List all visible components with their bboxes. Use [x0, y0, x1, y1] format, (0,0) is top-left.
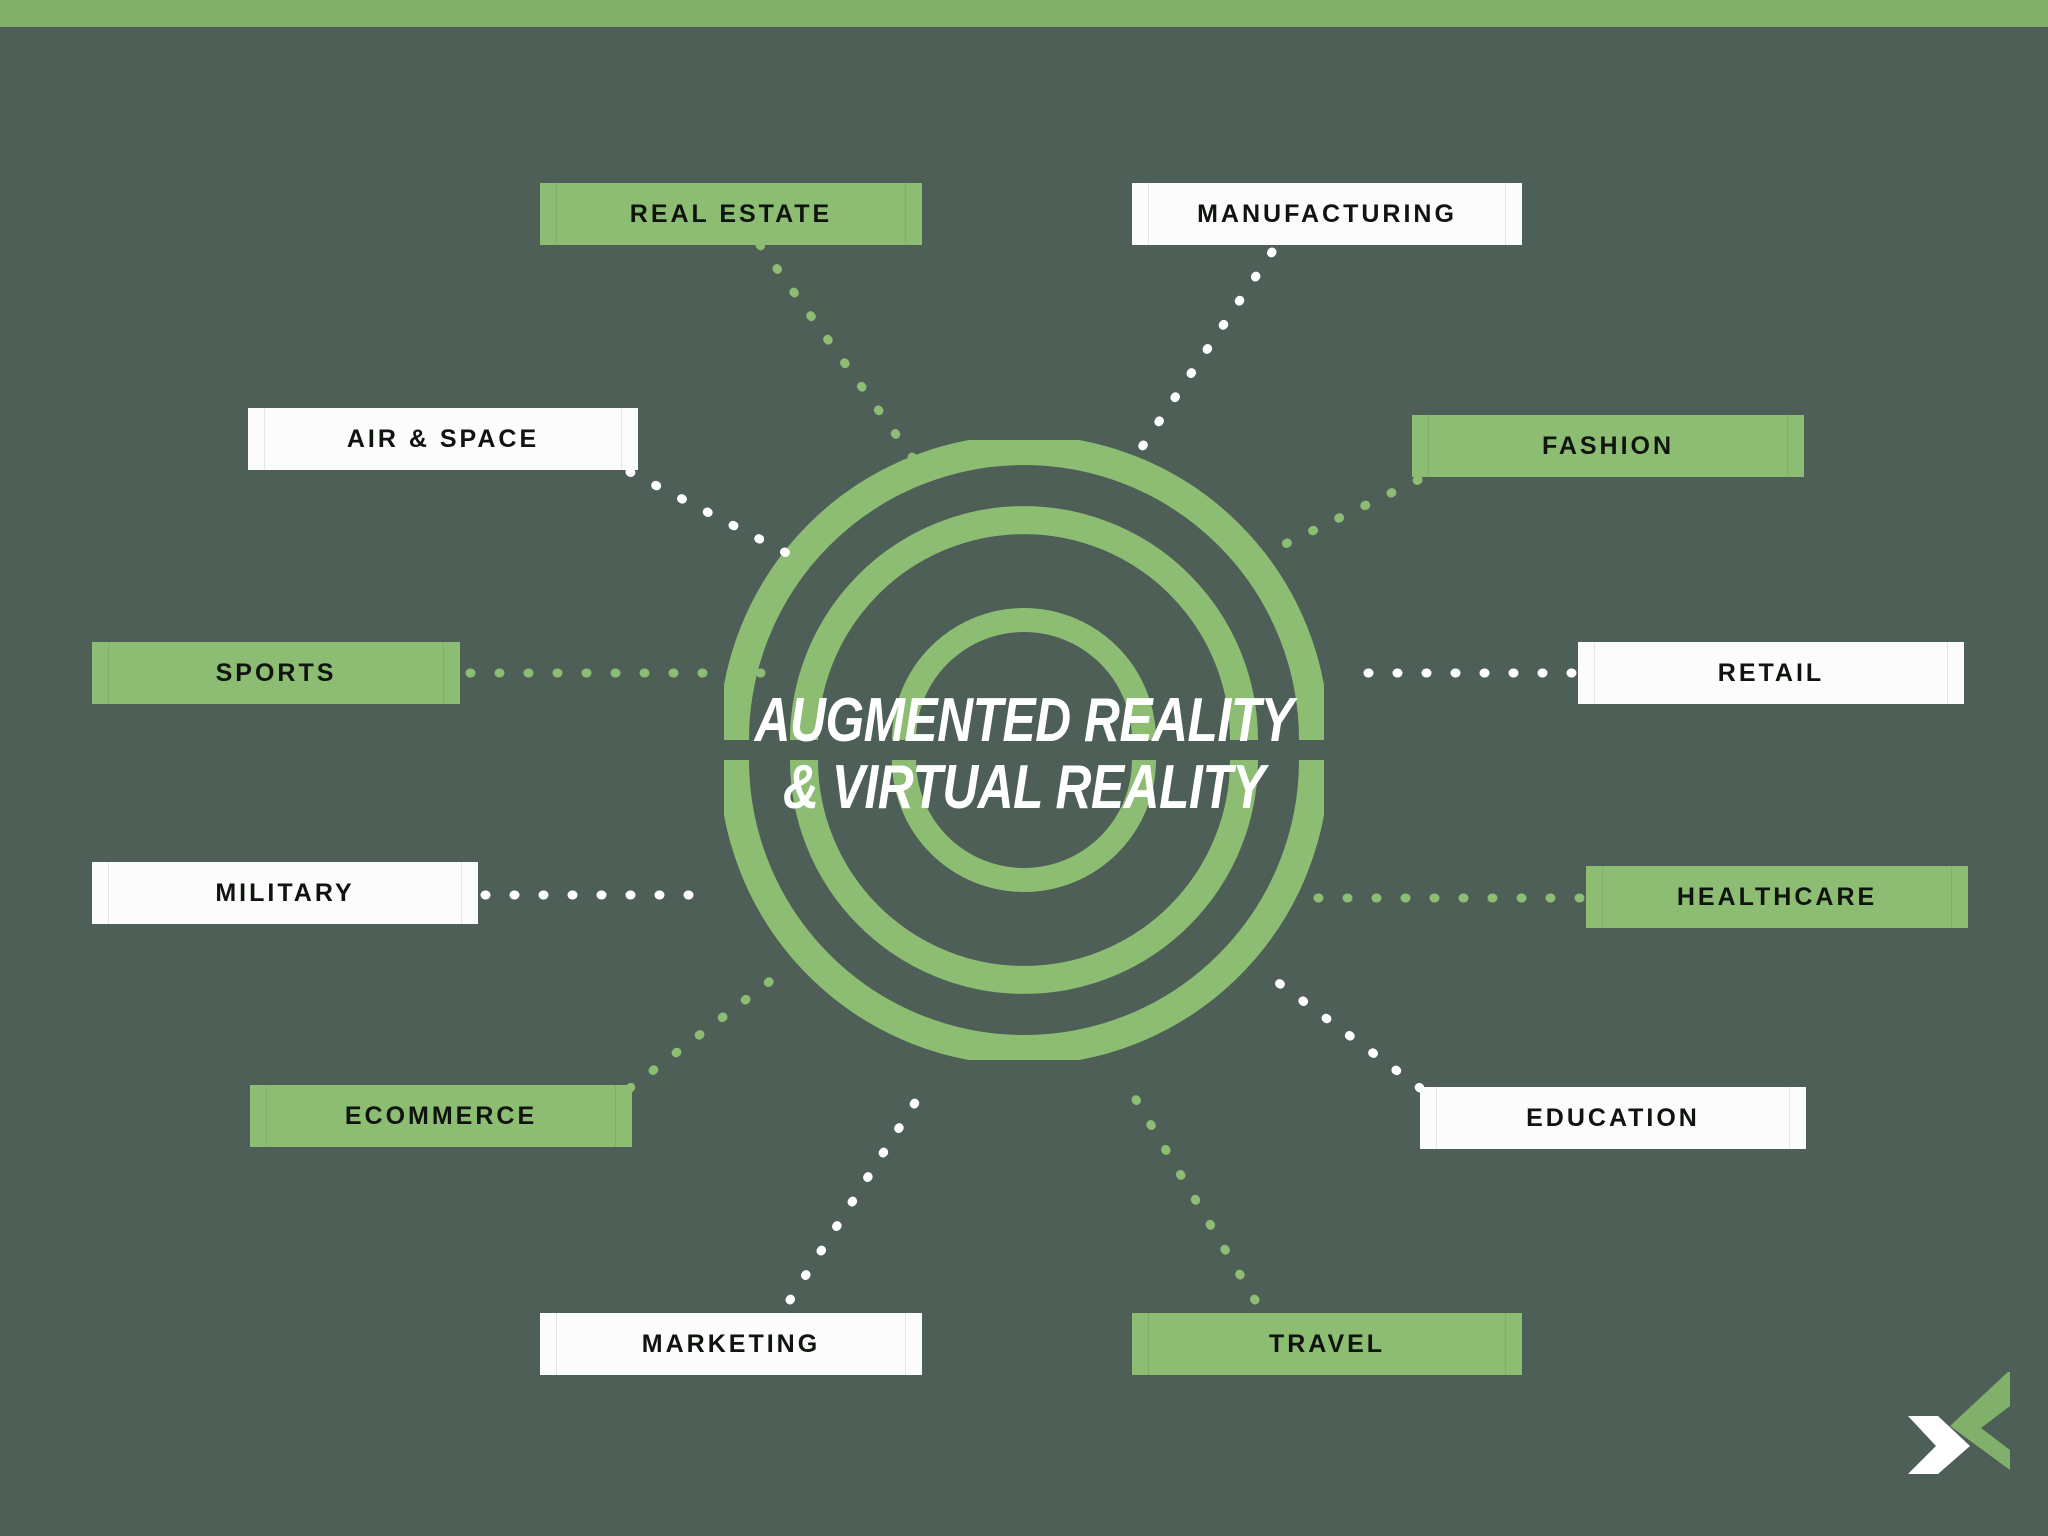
label-text-retail: RETAIL — [1717, 658, 1825, 687]
label-text-sports: SPORTS — [215, 658, 337, 687]
connector-real-estate — [755, 240, 925, 473]
chevron-logo — [1900, 1372, 2018, 1476]
label-text-healthcare: HEALTHCARE — [1676, 882, 1878, 911]
label-text-military: MILITARY — [215, 878, 355, 907]
label-chip-marketing[interactable]: MARKETING — [540, 1313, 922, 1375]
chevron-right-white-icon — [1908, 1416, 1970, 1474]
label-chip-sports[interactable]: SPORTS — [92, 642, 460, 704]
label-chip-manufacturing[interactable]: MANUFACTURING — [1132, 183, 1522, 245]
label-chip-air-and-space[interactable]: AIR & SPACE — [248, 408, 638, 470]
label-text-marketing: MARKETING — [641, 1329, 821, 1358]
connector-manufacturing — [1125, 247, 1277, 470]
label-chip-ecommerce[interactable]: ECOMMERCE — [250, 1085, 632, 1147]
label-text-air-and-space: AIR & SPACE — [346, 424, 540, 453]
label-text-ecommerce: ECOMMERCE — [344, 1101, 538, 1130]
label-chip-healthcare[interactable]: HEALTHCARE — [1586, 866, 1968, 928]
title-line-1: AUGMENTED REALITY — [754, 686, 1294, 755]
chevron-left-green-icon — [1950, 1372, 2010, 1470]
label-text-education: EDUCATION — [1526, 1103, 1700, 1132]
label-chip-real-estate[interactable]: REAL ESTATE — [540, 183, 922, 245]
top-accent-bar — [0, 0, 2048, 27]
label-text-real-estate: REAL ESTATE — [629, 199, 833, 228]
label-text-manufacturing: MANUFACTURING — [1197, 199, 1457, 228]
label-chip-travel[interactable]: TRAVEL — [1132, 1313, 1522, 1375]
page-title: AUGMENTED REALITY & VIRTUAL REALITY — [744, 686, 1304, 822]
concentric-rings-graphic — [724, 440, 1324, 1060]
label-chip-education[interactable]: EDUCATION — [1420, 1087, 1806, 1149]
label-chip-retail[interactable]: RETAIL — [1578, 642, 1964, 704]
title-line-2: & VIRTUAL REALITY — [783, 752, 1265, 822]
connector-marketing — [785, 1093, 923, 1305]
label-chip-military[interactable]: MILITARY — [92, 862, 478, 924]
connector-travel — [1130, 1093, 1260, 1305]
label-text-fashion: FASHION — [1541, 431, 1675, 460]
label-text-travel: TRAVEL — [1268, 1329, 1386, 1358]
label-chip-fashion[interactable]: FASHION — [1412, 415, 1804, 477]
